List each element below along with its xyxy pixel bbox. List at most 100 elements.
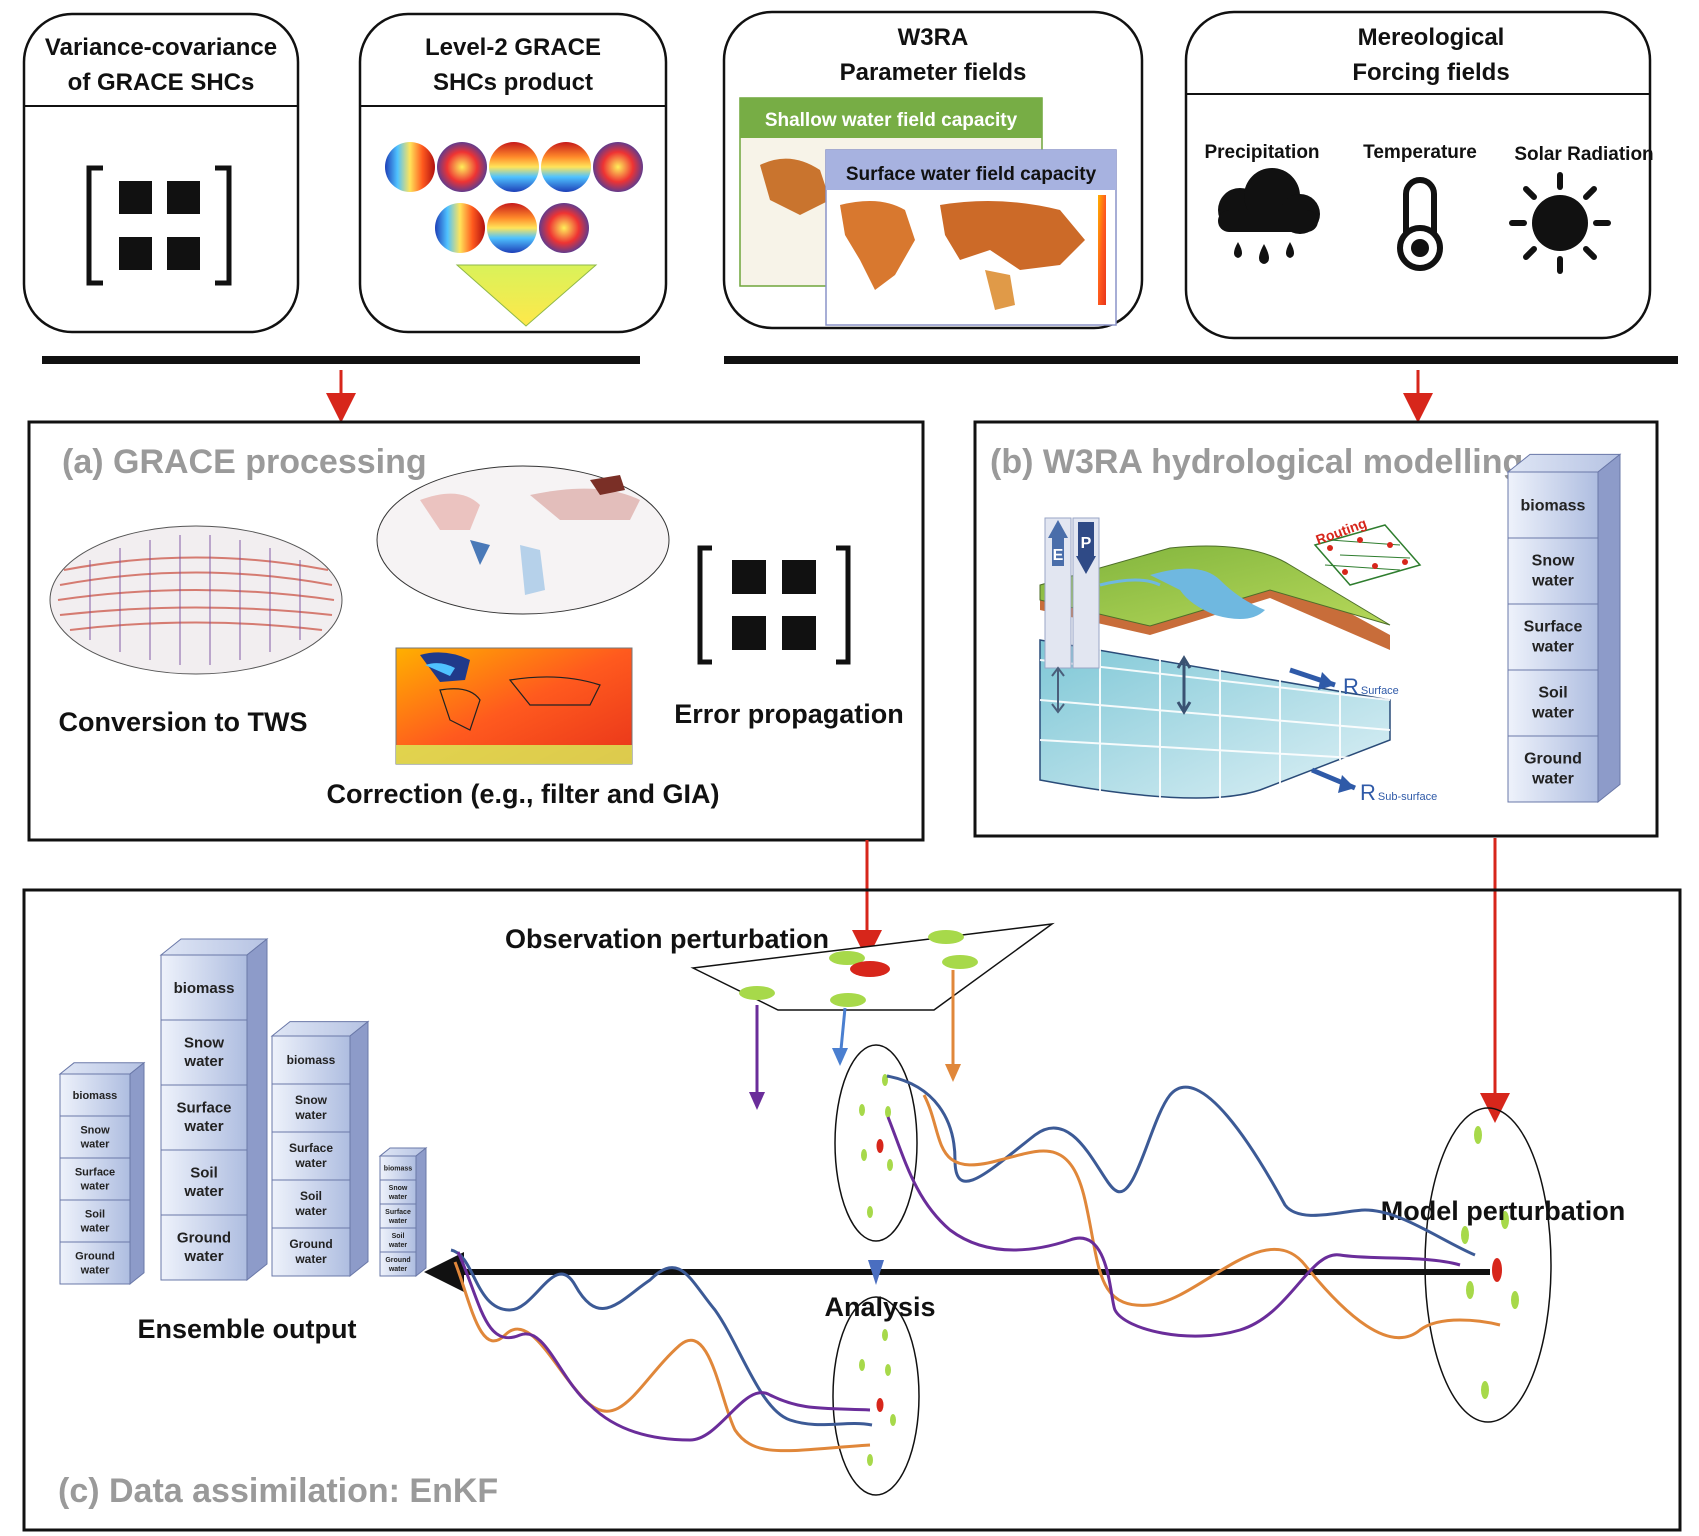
stack-large-layer (160, 1214, 248, 1281)
obs-label: Observation perturbation (505, 924, 829, 954)
stack-tiny-layer-label: water (388, 1266, 408, 1273)
model-label: Model perturbation (1381, 1196, 1626, 1226)
forecast-ensemble-ellipse (834, 1044, 918, 1242)
storage-stack-b: biomassSnowwaterSurfacewaterSoilwaterGro… (1506, 453, 1622, 804)
tws-anomaly-map (376, 465, 670, 615)
panel-b-stack-layer-label: Ground (1524, 751, 1582, 768)
level2-title-1: Level-2 GRACE (425, 34, 601, 61)
panel-b-stack-layer (1507, 669, 1599, 737)
stack-medium-layer (271, 1227, 351, 1277)
stack-large-side (246, 937, 268, 1282)
panel-b-stack-layer-label: water (1531, 705, 1574, 722)
panel-b-w3ra-modelling: (b) W3RA hydrological modelling Routing … (973, 420, 1659, 838)
stack-medium-layer-label: Snow (295, 1093, 328, 1107)
panel-c-title: (c) Data assimilation: EnKF (58, 1472, 498, 1510)
ensemble-label: Ensemble output (137, 1314, 356, 1344)
stack-tiny-layer-label: Soil (392, 1233, 405, 1240)
stack-small-layer-label: water (80, 1180, 110, 1192)
surface-label: Surface water field capacity (846, 164, 1097, 185)
panel-b-stack-layer-label: Soil (1538, 685, 1567, 702)
stack-small-layer-label: Ground (75, 1251, 115, 1263)
sun-icon (1509, 172, 1611, 274)
stack-small-layer-label: water (80, 1138, 110, 1150)
stack-tiny-layer-label: biomass (384, 1165, 413, 1172)
input-level2-box: Level-2 GRACE SHCs product (358, 12, 668, 334)
stack-medium-layer-label: water (294, 1252, 327, 1266)
stack-medium-layer (271, 1179, 351, 1229)
input-w3ra-box: W3RA Parameter fields Shallow water fiel… (722, 10, 1144, 330)
panel-b-stack-layer-label: Surface (1524, 619, 1583, 636)
conversion-label: Conversion to TWS (59, 707, 308, 737)
stack-small-layer-label: water (80, 1264, 110, 1276)
stack-large-layer-label: Surface (176, 1099, 231, 1116)
ensemble-trajectories (450, 1074, 1501, 1453)
stack-small-layer-label: Surface (75, 1167, 115, 1179)
e-label: E (1053, 547, 1064, 564)
panel-b-stack-layer-label: water (1531, 771, 1574, 788)
stack-medium-layer-label: water (294, 1108, 327, 1122)
stack-medium-layer (271, 1035, 351, 1085)
stack-large-layer-label: water (183, 1053, 223, 1070)
error-matrix-icon (697, 545, 851, 665)
stack-medium-side (349, 1020, 369, 1278)
variance-title-2: of GRACE SHCs (68, 69, 255, 96)
stack-tiny-layer (379, 1227, 417, 1253)
stack-tiny-layer-label: water (388, 1194, 408, 1201)
stack-tiny-layer-label: Surface (385, 1209, 411, 1216)
panel-b-stack-layer-label: water (1531, 639, 1574, 656)
level2-title-2: SHCs product (433, 69, 593, 96)
gia-correction-map (395, 647, 633, 765)
stack-medium-layer-label: Soil (300, 1189, 322, 1203)
stack-medium-layer-label: Ground (289, 1237, 332, 1251)
stack-tiny-layer-label: water (388, 1218, 408, 1225)
w3ra-title-2: Parameter fields (840, 59, 1027, 86)
stack-small-layer (59, 1241, 131, 1285)
panel-b-stack-layer (1507, 603, 1599, 671)
stack-medium-layer (271, 1131, 351, 1181)
panel-b-stack-layer (1507, 537, 1599, 605)
stack-large-layer (160, 954, 248, 1021)
ensemble-output-arrow (424, 1252, 464, 1292)
w3ra-title-1: W3RA (898, 24, 969, 51)
matrix-icon (86, 165, 232, 286)
stack-small-layer-label: biomass (73, 1090, 118, 1102)
stack-large-layer (160, 1149, 248, 1216)
model-ensemble-ellipse (1424, 1107, 1552, 1423)
forcing-title-1: Mereological (1358, 24, 1505, 51)
input-variance-box: Variance-covariance of GRACE SHCs (22, 12, 300, 334)
panel-a-title: (a) GRACE processing (62, 443, 427, 481)
stack-large-layer-label: Snow (184, 1034, 224, 1051)
panel-c-data-assimilation: (c) Data assimilation: EnKF biomassSnoww… (22, 888, 1682, 1532)
shallow-label: Shallow water field capacity (765, 110, 1018, 131)
analysis-ensemble-ellipse (832, 1296, 920, 1496)
correction-label: Correction (e.g., filter and GIA) (326, 779, 719, 809)
p-label: P (1081, 535, 1092, 552)
precip-label: Precipitation (1204, 142, 1319, 163)
panel-b-stack-layer (1507, 735, 1599, 803)
stack-small-layer (59, 1115, 131, 1159)
variance-title-1: Variance-covariance (45, 34, 277, 61)
stack-small-layer-label: Snow (80, 1125, 110, 1137)
solar-label: Solar Radiation (1514, 144, 1653, 165)
panel-b-stack-layer-label: Snow (1532, 553, 1575, 570)
stack-small-layer (59, 1199, 131, 1243)
stack-large-layer-label: water (183, 1118, 223, 1135)
panel-b-stack-layer-label: biomass (1521, 498, 1586, 515)
stack-small-layer-label: Soil (85, 1209, 105, 1221)
temp-label: Temperature (1363, 142, 1477, 163)
stack-large-layer-label: water (183, 1248, 223, 1265)
forcing-title-2: Forcing fields (1352, 59, 1509, 86)
panel-b-stack-layer-label: water (1531, 573, 1574, 590)
stack-medium-layer-label: water (294, 1156, 327, 1170)
stack-tiny-side (415, 1146, 427, 1278)
panel-b-title: (b) W3RA hydrological modelling (990, 443, 1523, 481)
panel-b-stack-layer (1507, 471, 1599, 539)
stack-large-layer-label: Ground (177, 1229, 231, 1246)
stack-tiny-layer-label: water (388, 1242, 408, 1249)
observation-plane (690, 922, 1055, 1011)
thermometer-icon (1397, 177, 1443, 271)
